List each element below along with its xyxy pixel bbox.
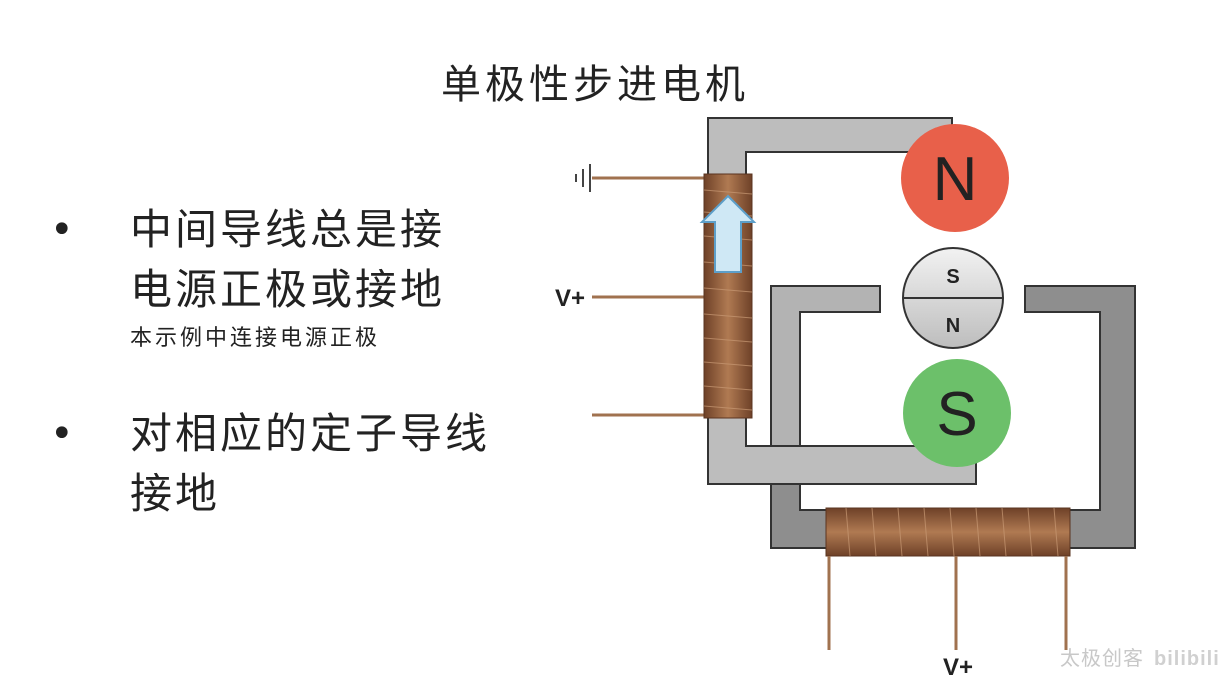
stator-frame-c xyxy=(770,285,1136,549)
watermark: 太极创客 bilibili xyxy=(1060,642,1220,671)
bullet-1-line-2: 电源正极或接地 xyxy=(130,265,446,314)
stator-pole-north xyxy=(901,124,1009,232)
horizontal-coil xyxy=(825,507,1071,557)
bullet-list: • 中间导线总是接 电源正极或接地 本示例中连接电源正极 • 对相应的定子导线 … xyxy=(50,200,550,524)
watermark-brand: bilibili xyxy=(1154,648,1220,670)
rotor-bottom-label: N xyxy=(946,315,960,337)
rotor-top-label: S xyxy=(946,266,959,288)
current-arrow-icon xyxy=(699,194,757,273)
bullet-2-line-2: 接地 xyxy=(130,469,221,518)
bullet-2-line-1: 对相应的定子导线 xyxy=(130,409,491,458)
stator-frame-b xyxy=(770,285,881,447)
vplus-label-bottom: V+ xyxy=(943,654,973,678)
slide-title: 单极性步进电机 xyxy=(441,62,749,108)
bullet-dot: • xyxy=(50,207,74,253)
bullet-1-note: 本示例中连接电源正极 xyxy=(130,326,381,351)
watermark-text: 太极创客 xyxy=(1060,648,1144,670)
stator-pole-south-label: S xyxy=(936,380,977,449)
bullet-item-1: • 中间导线总是接 电源正极或接地 本示例中连接电源正极 xyxy=(50,200,550,356)
bullet-item-2: • 对相应的定子导线 接地 xyxy=(50,404,550,524)
ground-icon xyxy=(575,164,591,192)
stator-pole-north-label: N xyxy=(933,145,978,214)
stator-pole-south xyxy=(903,359,1011,467)
bullet-1-line-1: 中间导线总是接 xyxy=(130,205,446,254)
vplus-label-left: V+ xyxy=(555,285,585,312)
bullet-dot: • xyxy=(50,411,74,457)
